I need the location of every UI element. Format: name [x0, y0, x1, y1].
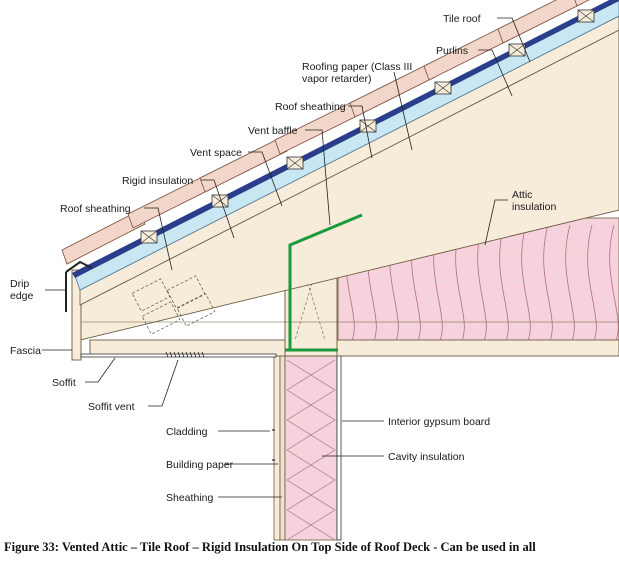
- label-rigid-insulation: Rigid insulation: [122, 175, 193, 187]
- label-sheathing: Sheathing: [166, 492, 213, 504]
- label-vent-baffle: Vent baffle: [248, 125, 298, 137]
- label-soffit-vent: Soffit vent: [88, 401, 135, 413]
- label-cladding: Cladding: [166, 426, 208, 438]
- label-tile-roof: Tile roof: [443, 13, 481, 25]
- soffit-vent-marks: [165, 351, 205, 358]
- label-roof-sheathing-upper: Roof sheathing: [275, 101, 346, 113]
- ceiling-joist: [89, 339, 619, 357]
- labels: Tile roof Purlins Roofing paper (Class I…: [10, 13, 557, 504]
- rafter-nails: [131, 275, 216, 335]
- tile-roof-leader: [497, 17, 531, 63]
- label-fascia: Fascia: [10, 345, 41, 357]
- vent-baffle: [288, 213, 363, 350]
- label-vent-space: Vent space: [190, 147, 242, 159]
- soffit-vent-leader: [148, 359, 179, 407]
- tile: [574, 0, 590, 7]
- interior-gypsum-board: [336, 354, 342, 541]
- tile: [61, 209, 146, 265]
- soffit-board: [80, 353, 277, 358]
- roof-tiles: [61, 0, 590, 265]
- label-drip-edge-2: edge: [10, 290, 34, 302]
- roof-sheathing-upper-leader: [348, 105, 373, 159]
- roofing-paper-leader: [393, 71, 413, 151]
- cavity-insulation: [284, 354, 338, 541]
- label-roofing-paper-2: vapor retarder): [302, 73, 371, 85]
- soffit-leader: [85, 357, 116, 383]
- wall-assembly: [272, 354, 342, 541]
- vent-space-leader: [248, 151, 283, 207]
- label-soffit: Soffit: [52, 377, 76, 389]
- label-purlins: Purlins: [436, 45, 468, 57]
- rigid-insulation-leader: [201, 179, 235, 239]
- label-roofing-paper-1: Roofing paper (Class III: [302, 61, 412, 73]
- attic-insulation-loops: [345, 224, 619, 346]
- label-interior-gypsum-board: Interior gypsum board: [388, 416, 490, 428]
- label-attic-insulation-1: Attic: [512, 189, 532, 201]
- wall-sheathing: [279, 354, 286, 541]
- roofing-paper-layer: [72, 0, 619, 278]
- attic-insulation-leader: [484, 199, 508, 246]
- cladding-laps: [272, 429, 275, 461]
- drip-edge: [65, 260, 93, 273]
- purlins-leader: [478, 49, 513, 97]
- roof-sheathing-lower-leader: [144, 207, 173, 271]
- label-attic-insulation-2: insulation: [512, 201, 557, 213]
- label-roof-sheathing-lower: Roof sheathing: [60, 203, 131, 215]
- fascia-board: [71, 269, 82, 361]
- vent-baffle-leader: [305, 129, 331, 226]
- cladding: [273, 354, 281, 541]
- label-cavity-insulation: Cavity insulation: [388, 451, 465, 463]
- leader-lines: [42, 17, 531, 498]
- label-building-paper: Building paper: [166, 459, 234, 471]
- purlin-x-marks: [140, 9, 595, 244]
- figure-caption: Figure 33: Vented Attic – Tile Roof – Ri…: [4, 540, 536, 554]
- label-drip-edge-1: Drip: [10, 278, 29, 290]
- tile: [199, 136, 288, 193]
- cavity-insulation-pattern: [286, 359, 336, 540]
